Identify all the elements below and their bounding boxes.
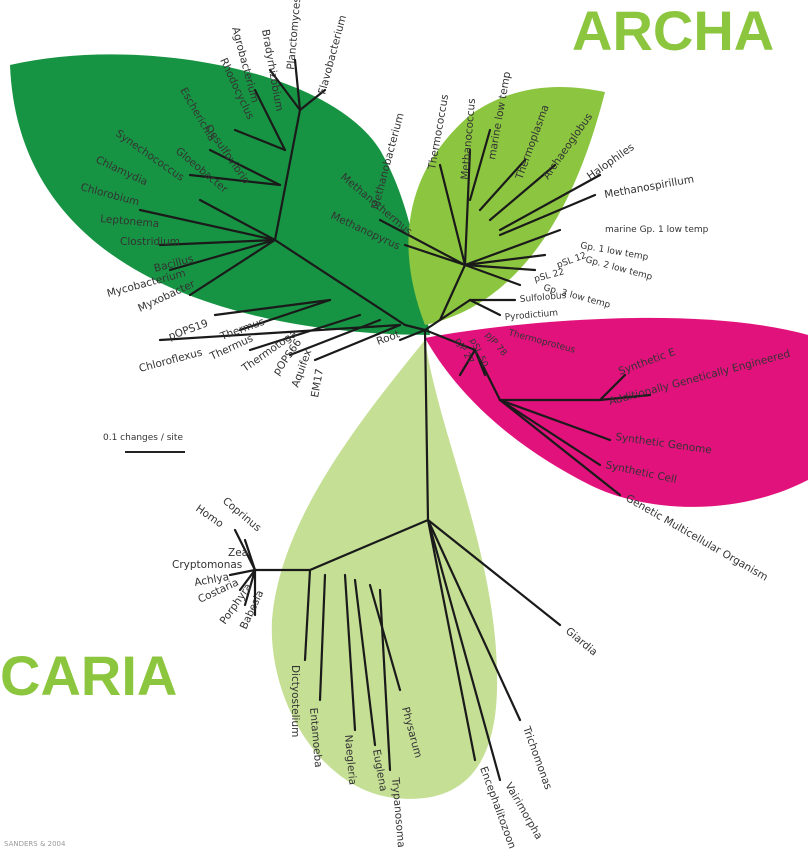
taxon-label: Chloroflexus [138, 346, 204, 374]
taxon-label: Homo [193, 503, 225, 531]
taxon-label: Coprinus [220, 495, 263, 534]
taxon-label: Zea [228, 547, 248, 559]
taxon-label: marine Gp. 1 low temp [605, 225, 709, 235]
eucaria-heading: CARIA [0, 644, 177, 707]
taxon-label: Halophiles [585, 141, 637, 182]
scale-bar-label: 0.1 changes / site [103, 433, 183, 443]
archaea-heading: ARCHA [572, 0, 774, 62]
taxon-label: Pyrodictium [504, 308, 558, 323]
taxon-label: EM17 [309, 368, 326, 399]
taxon-label: Planctomyces [285, 0, 303, 70]
taxon-label: Giardia [563, 625, 600, 658]
synthetic-leaf [425, 318, 808, 507]
taxon-label: Dictyostelium [289, 665, 301, 737]
taxon-label: Cryptomonas [172, 559, 242, 571]
scale-bar: 0.1 changes / site [103, 433, 185, 452]
taxon-label: Flavobacterium [316, 14, 349, 96]
image-credit: SANDERS & 2004 [4, 840, 66, 848]
taxon-label: pSL 22 [533, 267, 565, 285]
taxon-label: Methanospirillum [603, 173, 695, 201]
taxon-label: Sulfolobus [519, 291, 567, 305]
taxon-label: Clostridium [120, 236, 180, 248]
taxon-label: Encephalitozoon [477, 765, 518, 851]
taxon-label: Trichomonas [520, 724, 554, 791]
